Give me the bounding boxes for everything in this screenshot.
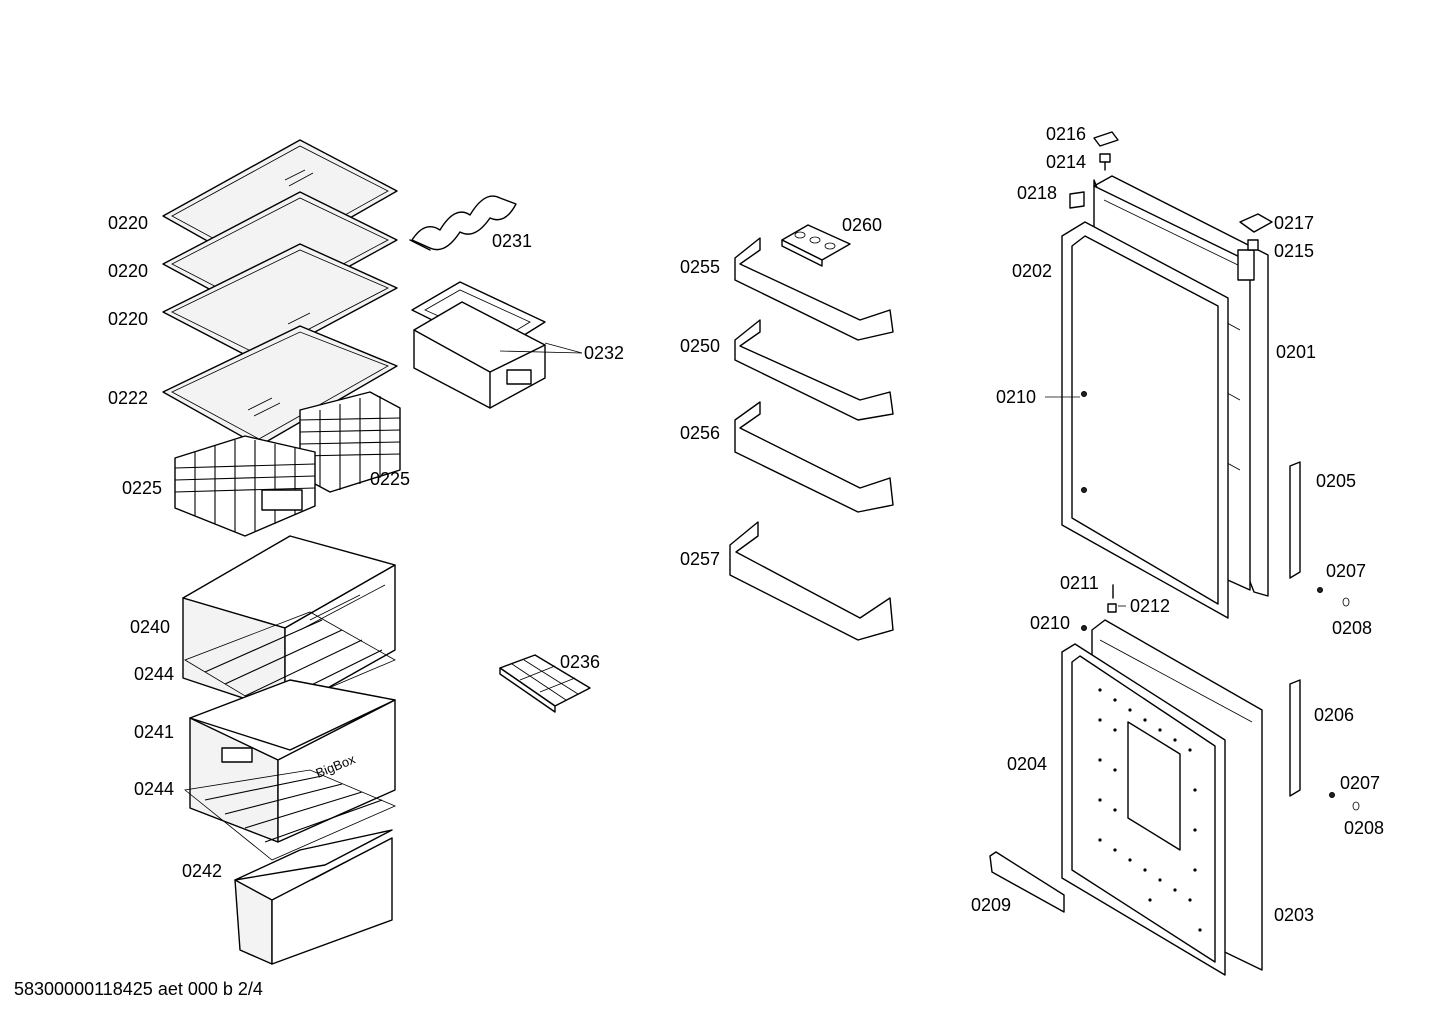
label-0222: 0222 bbox=[108, 388, 148, 408]
label-0250: 0250 bbox=[680, 336, 720, 356]
label-0210-upper: 0210 bbox=[996, 387, 1036, 407]
label-0207-lower: 0207 bbox=[1340, 773, 1380, 793]
label-0217: 0217 bbox=[1274, 213, 1314, 233]
label-0232: 0232 bbox=[584, 343, 624, 363]
wire-basket-0225-left bbox=[174, 435, 316, 537]
drawer-0242 bbox=[234, 829, 393, 965]
label-0214: 0214 bbox=[1046, 152, 1086, 172]
label-0216: 0216 bbox=[1046, 124, 1086, 144]
hinge-cover-0217 bbox=[1239, 213, 1273, 233]
label-0236: 0236 bbox=[560, 652, 600, 672]
label-0208-upper: 0208 bbox=[1332, 618, 1372, 638]
door-gasket-0202 bbox=[1061, 221, 1229, 619]
label-0242: 0242 bbox=[182, 861, 222, 881]
label-0255: 0255 bbox=[680, 257, 720, 277]
wire-basket-0225-right bbox=[299, 391, 401, 493]
wire-grid-0244-lower bbox=[184, 769, 397, 861]
label-0215: 0215 bbox=[1274, 241, 1314, 261]
label-0257: 0257 bbox=[680, 549, 720, 569]
label-0204: 0204 bbox=[1007, 754, 1047, 774]
hinge-pin-0215 bbox=[1247, 239, 1259, 251]
label-0244-upper: 0244 bbox=[134, 664, 174, 684]
seal-0218 bbox=[1069, 191, 1085, 209]
label-0209: 0209 bbox=[971, 895, 1011, 915]
glass-shelf-0220-third bbox=[162, 243, 398, 363]
label-0260: 0260 bbox=[842, 215, 882, 235]
label-0205: 0205 bbox=[1316, 471, 1356, 491]
label-0202: 0202 bbox=[1012, 261, 1052, 281]
glass-shelf-0222 bbox=[162, 325, 398, 447]
hinge-cover-0216 bbox=[1093, 131, 1119, 147]
label-0211: 0211 bbox=[1060, 573, 1099, 593]
label-0201: 0201 bbox=[1276, 342, 1316, 362]
label-0231: 0231 bbox=[492, 231, 532, 251]
door-rack-0256 bbox=[734, 401, 894, 513]
leader-lines bbox=[499, 342, 1126, 607]
door-rack-0250 bbox=[734, 319, 894, 421]
label-0220-third: 0220 bbox=[108, 309, 148, 329]
label-0241: 0241 bbox=[134, 722, 174, 742]
handle-0205 bbox=[1289, 461, 1301, 579]
label-0203: 0203 bbox=[1274, 905, 1314, 925]
label-0220-top: 0220 bbox=[108, 213, 148, 233]
label-0225-left: 0225 bbox=[122, 478, 162, 498]
label-0244-lower: 0244 bbox=[134, 779, 174, 799]
label-0208-lower: 0208 bbox=[1344, 818, 1384, 838]
handle-0206 bbox=[1289, 679, 1301, 797]
label-0218: 0218 bbox=[1017, 183, 1057, 203]
hinge-pin-0214 bbox=[1099, 153, 1111, 171]
label-0225-right: 0225 bbox=[370, 469, 410, 489]
label-0210-lower: 0210 bbox=[1030, 613, 1070, 633]
label-0207-upper: 0207 bbox=[1326, 561, 1366, 581]
label-0240: 0240 bbox=[130, 617, 170, 637]
dimple-pattern-0204 bbox=[1098, 688, 1202, 932]
ice-tray-0236 bbox=[499, 654, 591, 713]
label-0256: 0256 bbox=[680, 423, 720, 443]
door-rack-0257 bbox=[729, 521, 894, 641]
label-0212: 0212 bbox=[1130, 596, 1170, 616]
egg-tray-0231 bbox=[409, 195, 517, 251]
document-reference: 58300000118425 aet 000 b 2/4 bbox=[14, 979, 263, 999]
label-0206: 0206 bbox=[1314, 705, 1354, 725]
label-0220-second: 0220 bbox=[108, 261, 148, 281]
drawer-0240 bbox=[182, 535, 396, 713]
screws bbox=[1081, 391, 1360, 811]
drawer-0241 bbox=[189, 679, 396, 843]
part-labels: 0220 0220 0220 0222 0225 0225 0231 0232 … bbox=[108, 124, 1384, 925]
cover-strip-0209 bbox=[989, 851, 1065, 913]
chiller-box-0232 bbox=[411, 281, 546, 409]
door-gasket-0204 bbox=[1061, 643, 1226, 976]
door-rack-0255 bbox=[734, 237, 894, 341]
egg-holder-0260 bbox=[781, 224, 851, 267]
